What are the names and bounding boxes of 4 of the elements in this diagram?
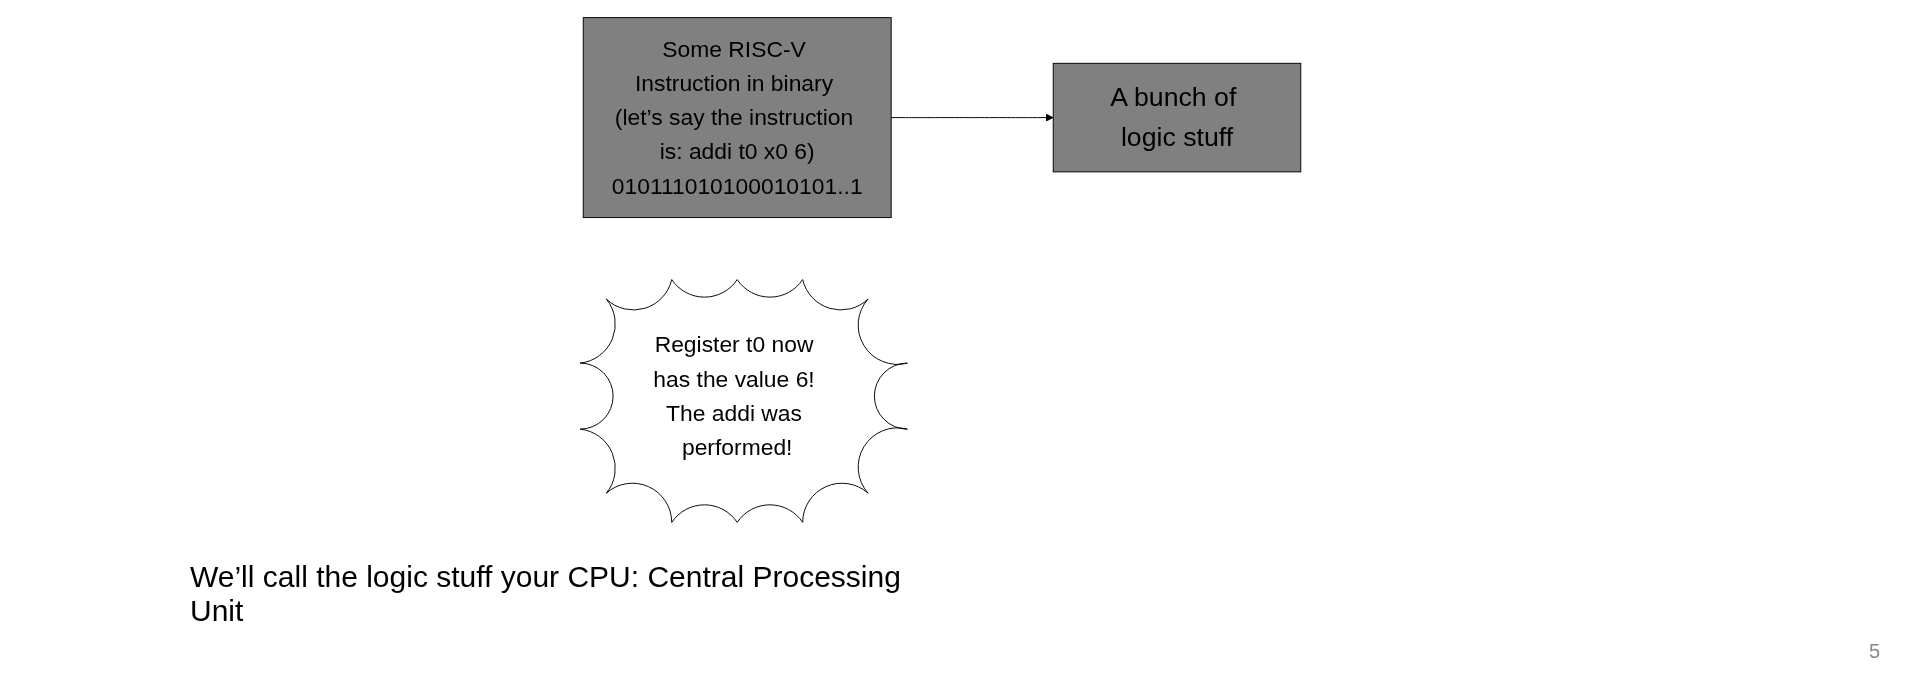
- node-box: Some RISC-V Instruction in binary (let’s say the instruction is: addi t0 x0 6) 010111010100010101..1: [582, 17, 892, 219]
- note-text: We’ll call the logic stuff your CPU: Central Processing Unit: [190, 560, 902, 628]
- node-box: A bunch of logic stuff: [1052, 62, 1301, 173]
- page-number: 5: [1868, 640, 1880, 663]
